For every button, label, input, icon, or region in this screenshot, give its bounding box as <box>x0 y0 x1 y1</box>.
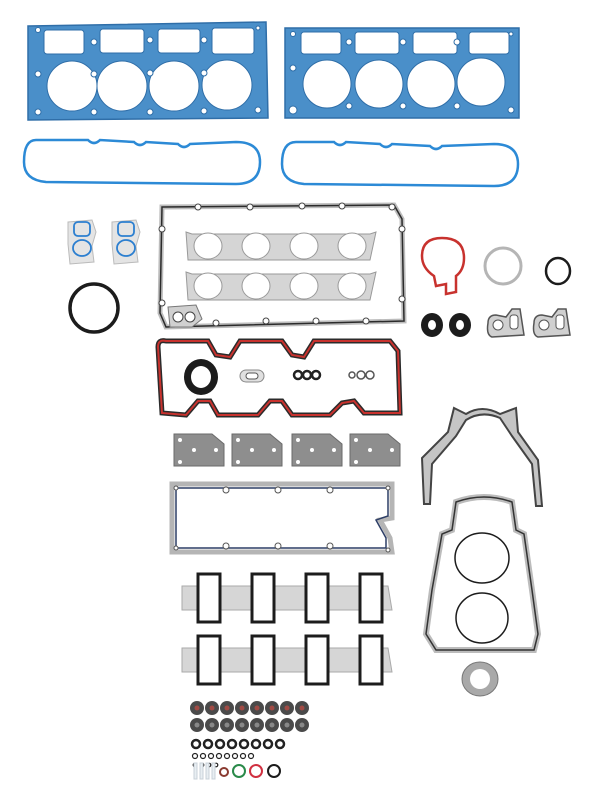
exhaust-manifold-gasket-upper <box>180 228 380 264</box>
thermostat-gasket <box>482 245 524 287</box>
egr-gasket-right <box>530 305 574 339</box>
pan-plug-seal-2 <box>290 367 324 383</box>
egr-gasket-left <box>484 305 528 339</box>
front-cover-gasket <box>420 494 550 654</box>
cover-o-ring-upper <box>452 530 512 586</box>
grommet-left <box>420 312 444 338</box>
block-off-plates <box>172 432 404 472</box>
rear-main-seal <box>66 280 122 336</box>
oil-pan-gasket <box>156 202 410 331</box>
pan-plug-seal-3 <box>344 367 378 383</box>
exhaust-manifold-gasket-lower <box>180 268 380 304</box>
grommet-right <box>448 312 472 338</box>
head-gasket-left <box>26 21 270 124</box>
valve-cover-gasket-left <box>22 136 266 188</box>
water-pump-gasket-left <box>66 218 98 266</box>
rear-cover-gasket <box>420 406 548 508</box>
intake-manifold-gasket-upper <box>180 570 394 626</box>
water-pump-gasket-right <box>110 218 142 266</box>
throttle-body-gasket <box>420 236 466 298</box>
valve-cover-gasket-right <box>280 138 522 190</box>
front-crank-seal <box>182 357 220 397</box>
pan-plug-seal-1 <box>238 368 266 384</box>
cover-o-ring-lower <box>452 590 512 646</box>
lifter-valley-gasket <box>169 481 396 556</box>
valley-cover-gasket <box>154 337 404 419</box>
valve-stem-seals <box>190 700 314 740</box>
o-ring <box>543 255 573 287</box>
timing-cover-seal <box>460 660 500 698</box>
intake-manifold-gasket-lower <box>180 632 394 688</box>
misc-seals <box>193 762 294 780</box>
small-o-rings <box>190 738 286 768</box>
head-gasket-right <box>283 26 521 122</box>
